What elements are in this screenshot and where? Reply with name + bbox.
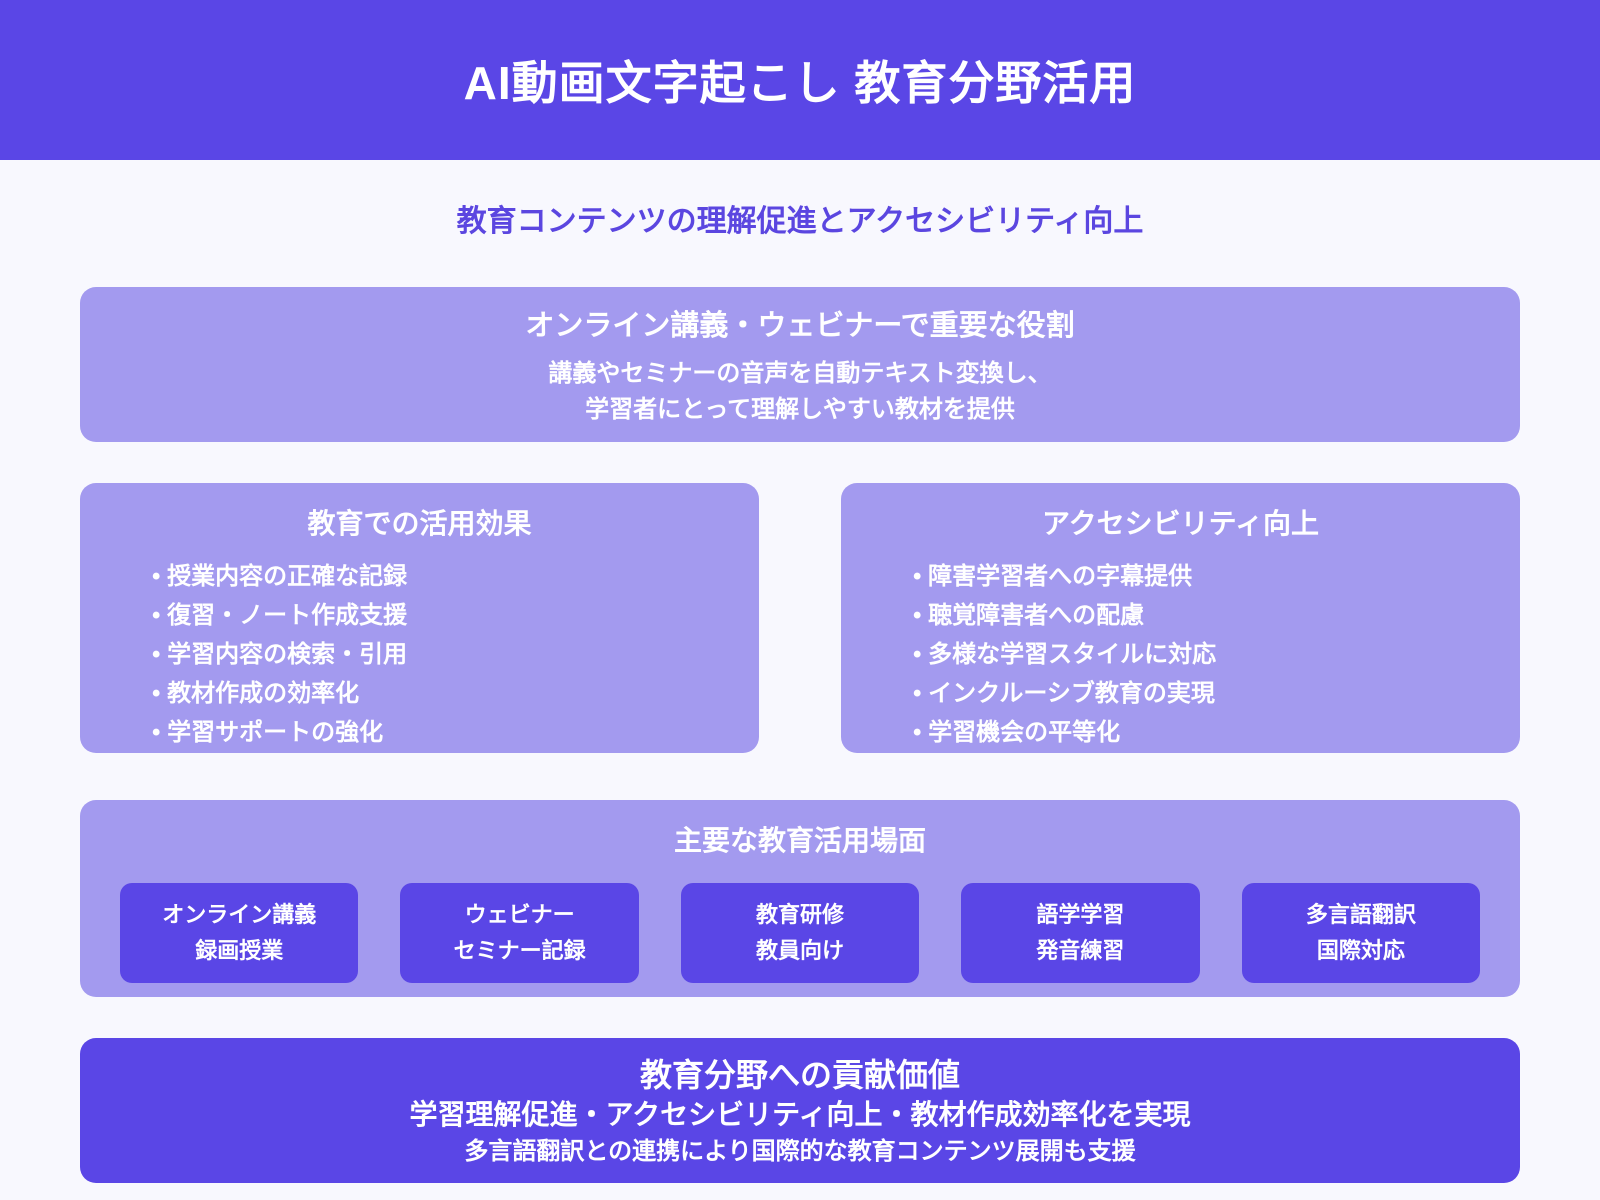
list-item: 復習・ノート作成支援 [152,596,759,635]
use-case-card-online-lecture: オンライン講義 録画授業 [120,883,359,983]
page-subtitle: 教育コンテンツの理解促進とアクセシビリティ向上 [456,205,1144,238]
card-line2: 教員向け [756,938,845,963]
use-cases-title: 主要な教育活用場面 [673,825,926,856]
header-banner: AI動画文字起こし 教育分野活用 [0,0,1600,160]
role-box-line: 講義やセミナーの音声を自動テキスト変換し、 [548,360,1052,387]
list-item: 学習サポートの強化 [152,713,759,752]
education-effects-box: 教育での活用効果 授業内容の正確な記録 復習・ノート作成支援 学習内容の検索・引… [80,483,759,753]
contribution-value-line: 多言語翻訳との連携により国際的な教育コンテンツ展開も支援 [464,1138,1136,1165]
contribution-value-box: 教育分野への貢献価値 学習理解促進・アクセシビリティ向上・教材作成効率化を実現 … [80,1038,1520,1183]
card-line1: 教育研修 [756,902,845,927]
list-item: 授業内容の正確な記録 [152,557,759,596]
card-line2: 国際対応 [1316,938,1405,963]
list-item: 障害学習者への字幕提供 [913,557,1520,596]
page-title: AI動画文字起こし 教育分野活用 [463,57,1137,109]
list-item: 教材作成の効率化 [152,674,759,713]
card-line2: 発音練習 [1036,938,1125,963]
accessibility-title: アクセシビリティ向上 [1042,508,1319,539]
card-line1: オンライン講義 [162,902,317,927]
education-effects-title: 教育での活用効果 [307,508,532,539]
contribution-value-line: 学習理解促進・アクセシビリティ向上・教材作成効率化を実現 [409,1099,1191,1130]
card-line1: 多言語翻訳 [1305,902,1416,927]
use-case-card-language-learning: 語学学習 発音練習 [961,883,1200,983]
use-case-card-translation: 多言語翻訳 国際対応 [1241,883,1481,983]
card-line1: ウェビナー [464,902,575,927]
card-line2: 録画授業 [195,938,284,963]
use-cases-box: 主要な教育活用場面 オンライン講義 録画授業 ウェビナー セミナー記録 教育研修… [80,800,1520,997]
content-area: 教育コンテンツの理解促進とアクセシビリティ向上 オンライン講義・ウェビナーで重要… [80,160,1520,1183]
list-item: 学習内容の検索・引用 [152,635,759,674]
accessibility-box: アクセシビリティ向上 障害学習者への字幕提供 聴覚障害者への配慮 多様な学習スタ… [841,483,1520,753]
card-line1: 語学学習 [1036,902,1125,927]
list-item: 聴覚障害者への配慮 [913,596,1520,635]
use-case-card-training: 教育研修 教員向け [680,883,920,983]
accessibility-list: 障害学習者への字幕提供 聴覚障害者への配慮 多様な学習スタイルに対応 インクルー… [841,557,1520,752]
use-case-card-row: オンライン講義 録画授業 ウェビナー セミナー記録 教育研修 教員向け 語学学習… [120,883,1481,983]
two-column-row: 教育での活用効果 授業内容の正確な記録 復習・ノート作成支援 学習内容の検索・引… [80,483,1520,753]
education-effects-list: 授業内容の正確な記録 復習・ノート作成支援 学習内容の検索・引用 教材作成の効率… [80,557,759,752]
list-item: インクルーシブ教育の実現 [913,674,1520,713]
list-item: 学習機会の平等化 [913,713,1520,752]
list-item: 多様な学習スタイルに対応 [913,635,1520,674]
use-case-card-webinar: ウェビナー セミナー記録 [400,883,639,983]
role-box-line: 学習者にとって理解しやすい教材を提供 [585,396,1015,423]
role-box-title: オンライン講義・ウェビナーで重要な役割 [525,310,1075,342]
role-overview-box: オンライン講義・ウェビナーで重要な役割 講義やセミナーの音声を自動テキスト変換し… [80,287,1520,442]
contribution-value-title: 教育分野への貢献価値 [639,1057,960,1093]
card-line2: セミナー記録 [453,938,586,963]
